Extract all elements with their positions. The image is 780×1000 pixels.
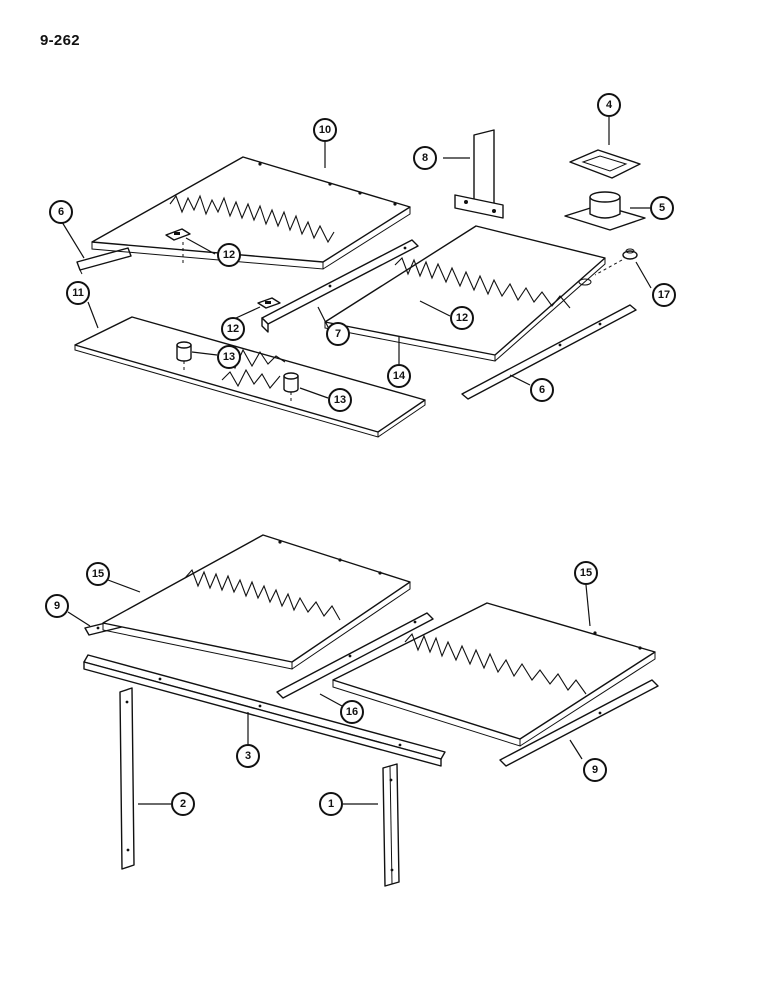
callout-4: 4 bbox=[597, 93, 621, 117]
svg-text:15: 15 bbox=[580, 567, 592, 579]
channel-rail-part-6-right bbox=[461, 304, 637, 400]
callout-8: 8 bbox=[413, 146, 437, 170]
svg-text:17: 17 bbox=[658, 289, 670, 301]
panel-part-15-left bbox=[102, 534, 411, 670]
svg-text:7: 7 bbox=[335, 328, 341, 340]
svg-text:3: 3 bbox=[245, 750, 251, 762]
svg-text:5: 5 bbox=[659, 202, 665, 214]
svg-text:2: 2 bbox=[180, 798, 186, 810]
channel-rail-part-16 bbox=[276, 612, 434, 699]
upright-post-part-8 bbox=[454, 129, 504, 219]
callout-13-b: 13 bbox=[328, 388, 352, 412]
callout-6-left: 6 bbox=[49, 200, 73, 224]
callout-13-a: 13 bbox=[217, 345, 241, 369]
callout-17: 17 bbox=[652, 283, 676, 307]
angle-rail-part-3 bbox=[83, 654, 446, 767]
svg-text:4: 4 bbox=[606, 99, 613, 111]
callout-15-right: 15 bbox=[574, 561, 598, 585]
upright-part-2 bbox=[119, 687, 135, 870]
channel-rail-part-6-left bbox=[76, 247, 132, 275]
channel-rail-part-9-right bbox=[499, 679, 659, 767]
mount-part-13-right bbox=[283, 372, 299, 402]
gasket-part-4 bbox=[569, 149, 641, 179]
callout-1: 1 bbox=[319, 792, 343, 816]
leader-lines bbox=[61, 117, 652, 805]
svg-text:8: 8 bbox=[422, 152, 428, 164]
svg-text:11: 11 bbox=[72, 287, 84, 299]
svg-text:12: 12 bbox=[223, 249, 235, 261]
top-panel-part-14 bbox=[324, 225, 606, 362]
grommet-part-17 bbox=[594, 248, 638, 276]
mount-part-13-left bbox=[176, 341, 192, 372]
callout-2: 2 bbox=[171, 792, 195, 816]
svg-text:13: 13 bbox=[223, 351, 235, 363]
svg-text:14: 14 bbox=[393, 370, 406, 382]
svg-text:9: 9 bbox=[592, 764, 598, 776]
callout-16: 16 bbox=[340, 700, 364, 724]
callout-12-c: 12 bbox=[450, 306, 474, 330]
clip-part-12-b bbox=[257, 297, 281, 309]
callout-7: 7 bbox=[326, 322, 350, 346]
callout-15-left: 15 bbox=[86, 562, 110, 586]
svg-text:9: 9 bbox=[54, 600, 60, 612]
clip-part-12-a bbox=[165, 228, 191, 266]
callout-12-a: 12 bbox=[217, 243, 241, 267]
callouts: 6 10 11 12 12 8 4 5 bbox=[45, 93, 676, 816]
svg-text:16: 16 bbox=[346, 706, 358, 718]
top-panel-part-10 bbox=[91, 156, 411, 270]
callout-11: 11 bbox=[66, 281, 90, 305]
svg-text:12: 12 bbox=[456, 312, 468, 324]
svg-text:1: 1 bbox=[328, 798, 334, 810]
callout-6-right: 6 bbox=[530, 378, 554, 402]
funnel-duct-part-5 bbox=[564, 191, 646, 231]
page-number: 9-262 bbox=[40, 32, 80, 49]
callout-5: 5 bbox=[650, 196, 674, 220]
panel-part-15-right bbox=[332, 602, 656, 747]
svg-text:15: 15 bbox=[92, 568, 104, 580]
channel-rail-part-7 bbox=[261, 239, 419, 333]
floor-plate-part-11 bbox=[74, 316, 426, 438]
callout-9-right: 9 bbox=[583, 758, 607, 782]
svg-text:13: 13 bbox=[334, 394, 346, 406]
callout-10: 10 bbox=[313, 118, 337, 142]
callout-12-b: 12 bbox=[221, 317, 245, 341]
svg-text:10: 10 bbox=[319, 124, 331, 136]
callout-9-left: 9 bbox=[45, 594, 69, 618]
svg-text:12: 12 bbox=[227, 323, 239, 335]
callout-14: 14 bbox=[387, 364, 411, 388]
svg-text:6: 6 bbox=[58, 206, 64, 218]
callout-3: 3 bbox=[236, 744, 260, 768]
svg-text:6: 6 bbox=[539, 384, 545, 396]
upright-part-1 bbox=[382, 763, 400, 887]
